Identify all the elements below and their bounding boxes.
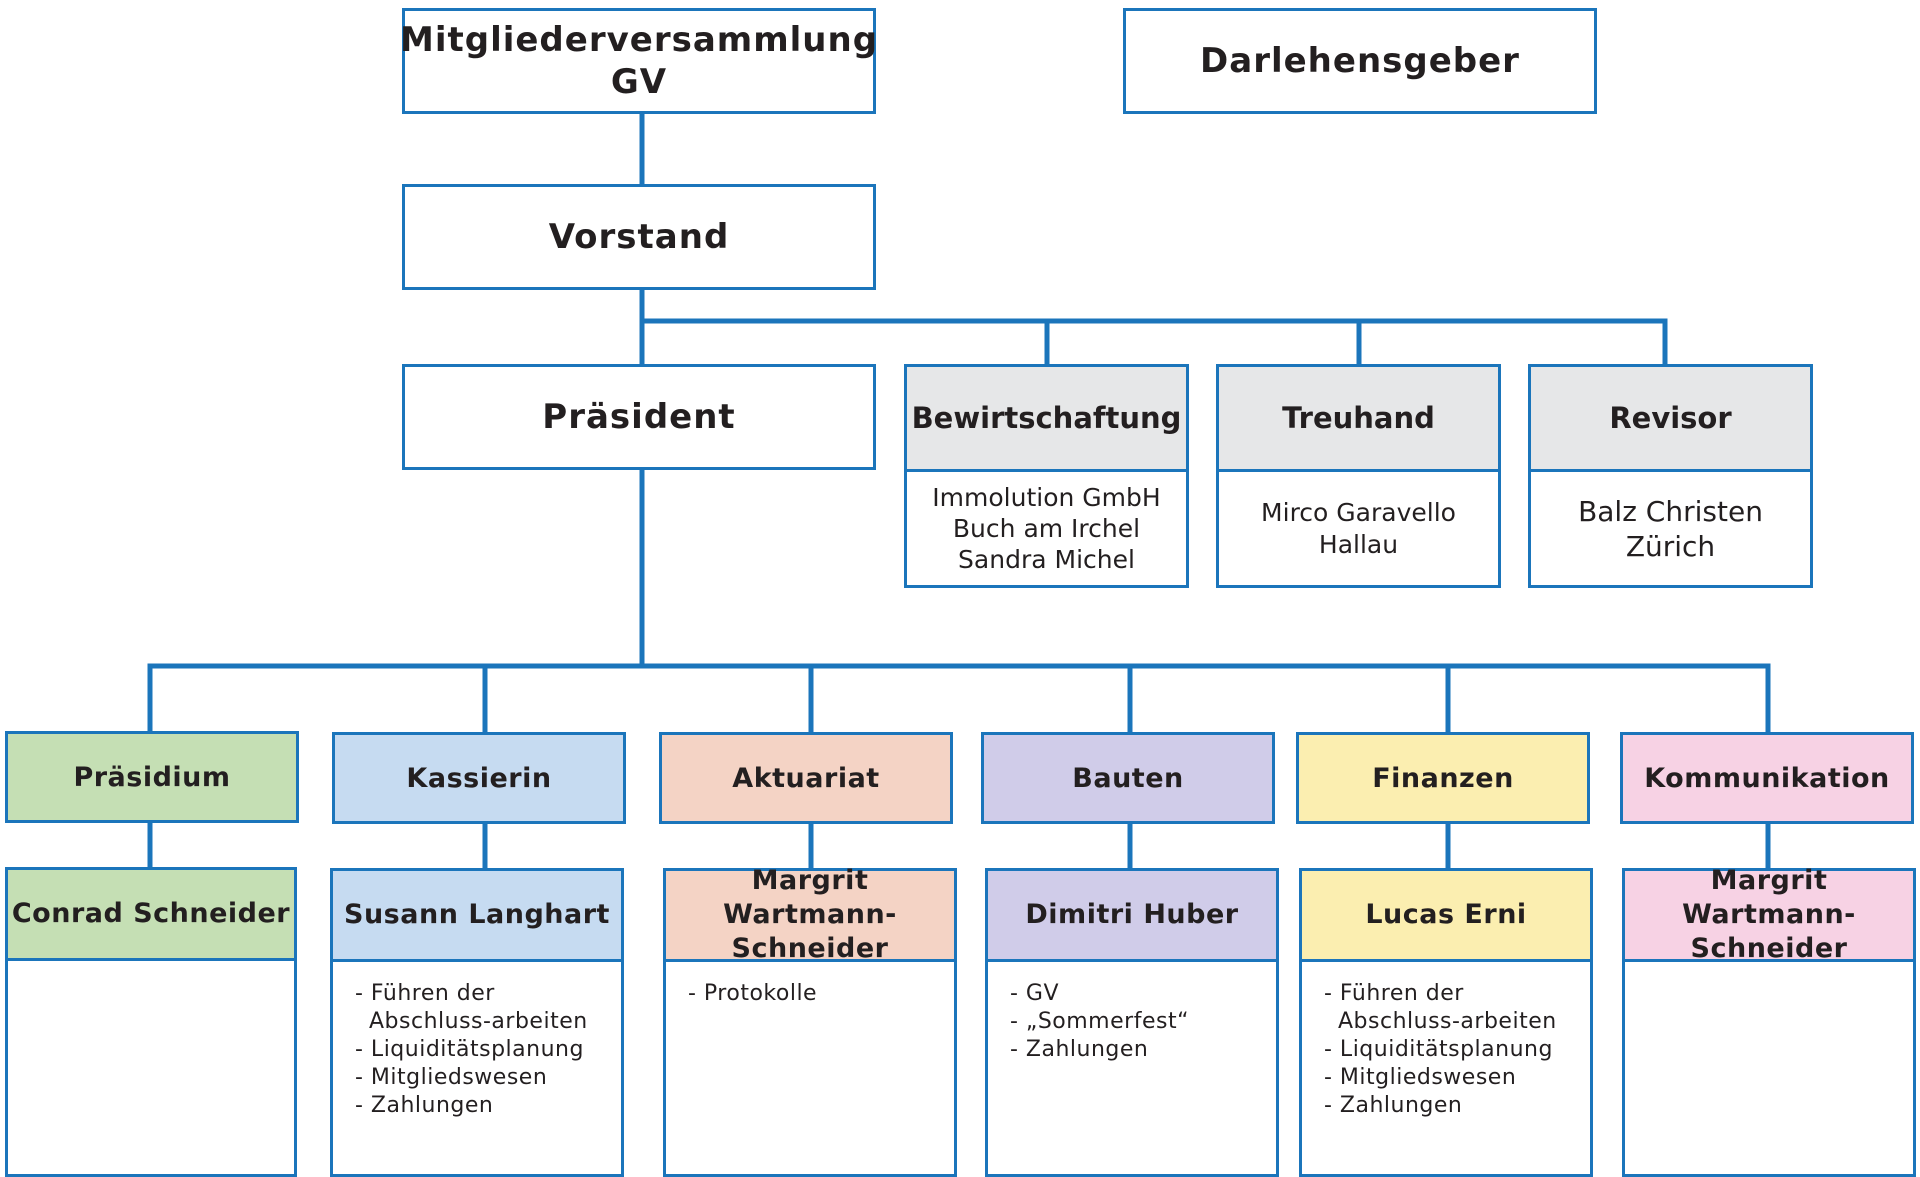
- lender-box: Darlehensgeber: [1123, 8, 1597, 114]
- person-name-line: Dimitri Huber: [1025, 899, 1239, 931]
- partner-detail-line: Sandra Michel: [958, 545, 1135, 575]
- person-name: Lucas Erni: [1302, 871, 1590, 962]
- assembly-abbreviation: GV: [610, 62, 668, 102]
- task-item: - Führen der Abschluss-arbeiten: [1324, 981, 1557, 1034]
- partner-title: Treuhand: [1219, 367, 1498, 472]
- person-name: Margrit Wartmann- Schneider: [666, 865, 954, 964]
- dept-aktuariat: Aktuariat: [659, 732, 953, 824]
- person-name-line: Lucas Erni: [1365, 899, 1527, 931]
- partner-details: Mirco Garavello Hallau: [1219, 472, 1498, 585]
- person-name-line: Schneider: [731, 932, 889, 964]
- person-card-kassierin: Susann Langhart - Führen der Abschluss-a…: [330, 868, 624, 1177]
- board-box: Vorstand: [402, 184, 876, 290]
- task-item: - Zahlungen: [355, 1093, 494, 1118]
- task-item: - Liquiditätsplanung: [355, 1037, 584, 1062]
- task-list: [8, 961, 294, 979]
- assembly-label: Mitgliederversammlung: [399, 19, 879, 60]
- partner-details: Immolution GmbH Buch am Irchel Sandra Mi…: [907, 472, 1186, 585]
- dept-praesidium: Präsidium: [5, 731, 299, 823]
- task-item: - Mitgliedswesen: [355, 1065, 548, 1090]
- partner-card-treuhand: Treuhand Mirco Garavello Hallau: [1216, 364, 1501, 588]
- dept-bauten: Bauten: [981, 732, 1275, 824]
- dept-kassierin: Kassierin: [332, 732, 626, 824]
- partner-detail-line: Immolution GmbH: [932, 482, 1161, 512]
- person-name-line: Conrad Schneider: [11, 898, 291, 930]
- person-name: Conrad Schneider: [8, 870, 294, 961]
- partner-detail-line: Buch am Irchel: [952, 513, 1141, 543]
- person-card-bauten: Dimitri Huber - GV - „Sommerfest“ - Zahl…: [985, 868, 1279, 1177]
- partner-title: Revisor: [1531, 367, 1810, 472]
- task-list: - Führen der Abschluss-arbeiten - Liquid…: [333, 962, 621, 1120]
- lender-label: Darlehensgeber: [1200, 40, 1520, 81]
- task-item: - Mitgliedswesen: [1324, 1065, 1517, 1090]
- person-card-kommunikation: Margrit Wartmann- Schneider: [1622, 865, 1916, 1177]
- task-list: - Protokolle: [666, 962, 954, 1008]
- assembly-box: Mitgliederversammlung GV: [399, 8, 879, 114]
- person-name: Dimitri Huber: [988, 871, 1276, 962]
- partner-detail-line: Balz Christen: [1578, 494, 1763, 528]
- board-label: Vorstand: [548, 216, 730, 257]
- task-item: - GV: [1010, 981, 1060, 1006]
- dept-finanzen: Finanzen: [1296, 732, 1590, 824]
- task-item: - Protokolle: [688, 981, 818, 1006]
- partner-card-revisor: Revisor Balz Christen Zürich: [1528, 364, 1813, 588]
- partner-details: Balz Christen Zürich: [1531, 472, 1810, 585]
- person-card-finanzen: Lucas Erni - Führen der Abschluss-arbeit…: [1299, 868, 1593, 1177]
- task-item: - Führen der Abschluss-arbeiten: [355, 981, 588, 1034]
- person-name-line: Schneider: [1690, 932, 1848, 964]
- task-item: - Liquiditätsplanung: [1324, 1037, 1553, 1062]
- person-name: Susann Langhart: [333, 871, 621, 962]
- president-label: Präsident: [542, 396, 736, 437]
- task-list: - GV - „Sommerfest“ - Zahlungen: [988, 962, 1276, 1064]
- partner-title: Bewirtschaftung: [907, 367, 1186, 472]
- person-card-praesidium: Conrad Schneider: [5, 867, 297, 1177]
- task-list: [1625, 962, 1913, 980]
- person-name-line: Margrit Wartmann-: [1682, 865, 1856, 931]
- partner-detail-line: Mirco Garavello: [1261, 498, 1456, 528]
- task-item: - „Sommerfest“: [1010, 1009, 1189, 1034]
- task-item: - Zahlungen: [1324, 1093, 1463, 1118]
- partner-card-bewirtschaftung: Bewirtschaftung Immolution GmbH Buch am …: [904, 364, 1189, 588]
- person-name-line: Susann Langhart: [344, 899, 610, 931]
- person-card-aktuariat: Margrit Wartmann- Schneider - Protokolle: [663, 865, 957, 1177]
- dept-kommunikation: Kommunikation: [1620, 732, 1914, 824]
- president-box: Präsident: [402, 364, 876, 470]
- task-list: - Führen der Abschluss-arbeiten - Liquid…: [1302, 962, 1590, 1120]
- partner-detail-line: Zürich: [1625, 529, 1716, 563]
- task-item: - Zahlungen: [1010, 1037, 1149, 1062]
- person-name: Margrit Wartmann- Schneider: [1625, 865, 1913, 964]
- person-name-line: Margrit Wartmann-: [723, 865, 897, 931]
- partner-detail-line: Hallau: [1318, 529, 1399, 559]
